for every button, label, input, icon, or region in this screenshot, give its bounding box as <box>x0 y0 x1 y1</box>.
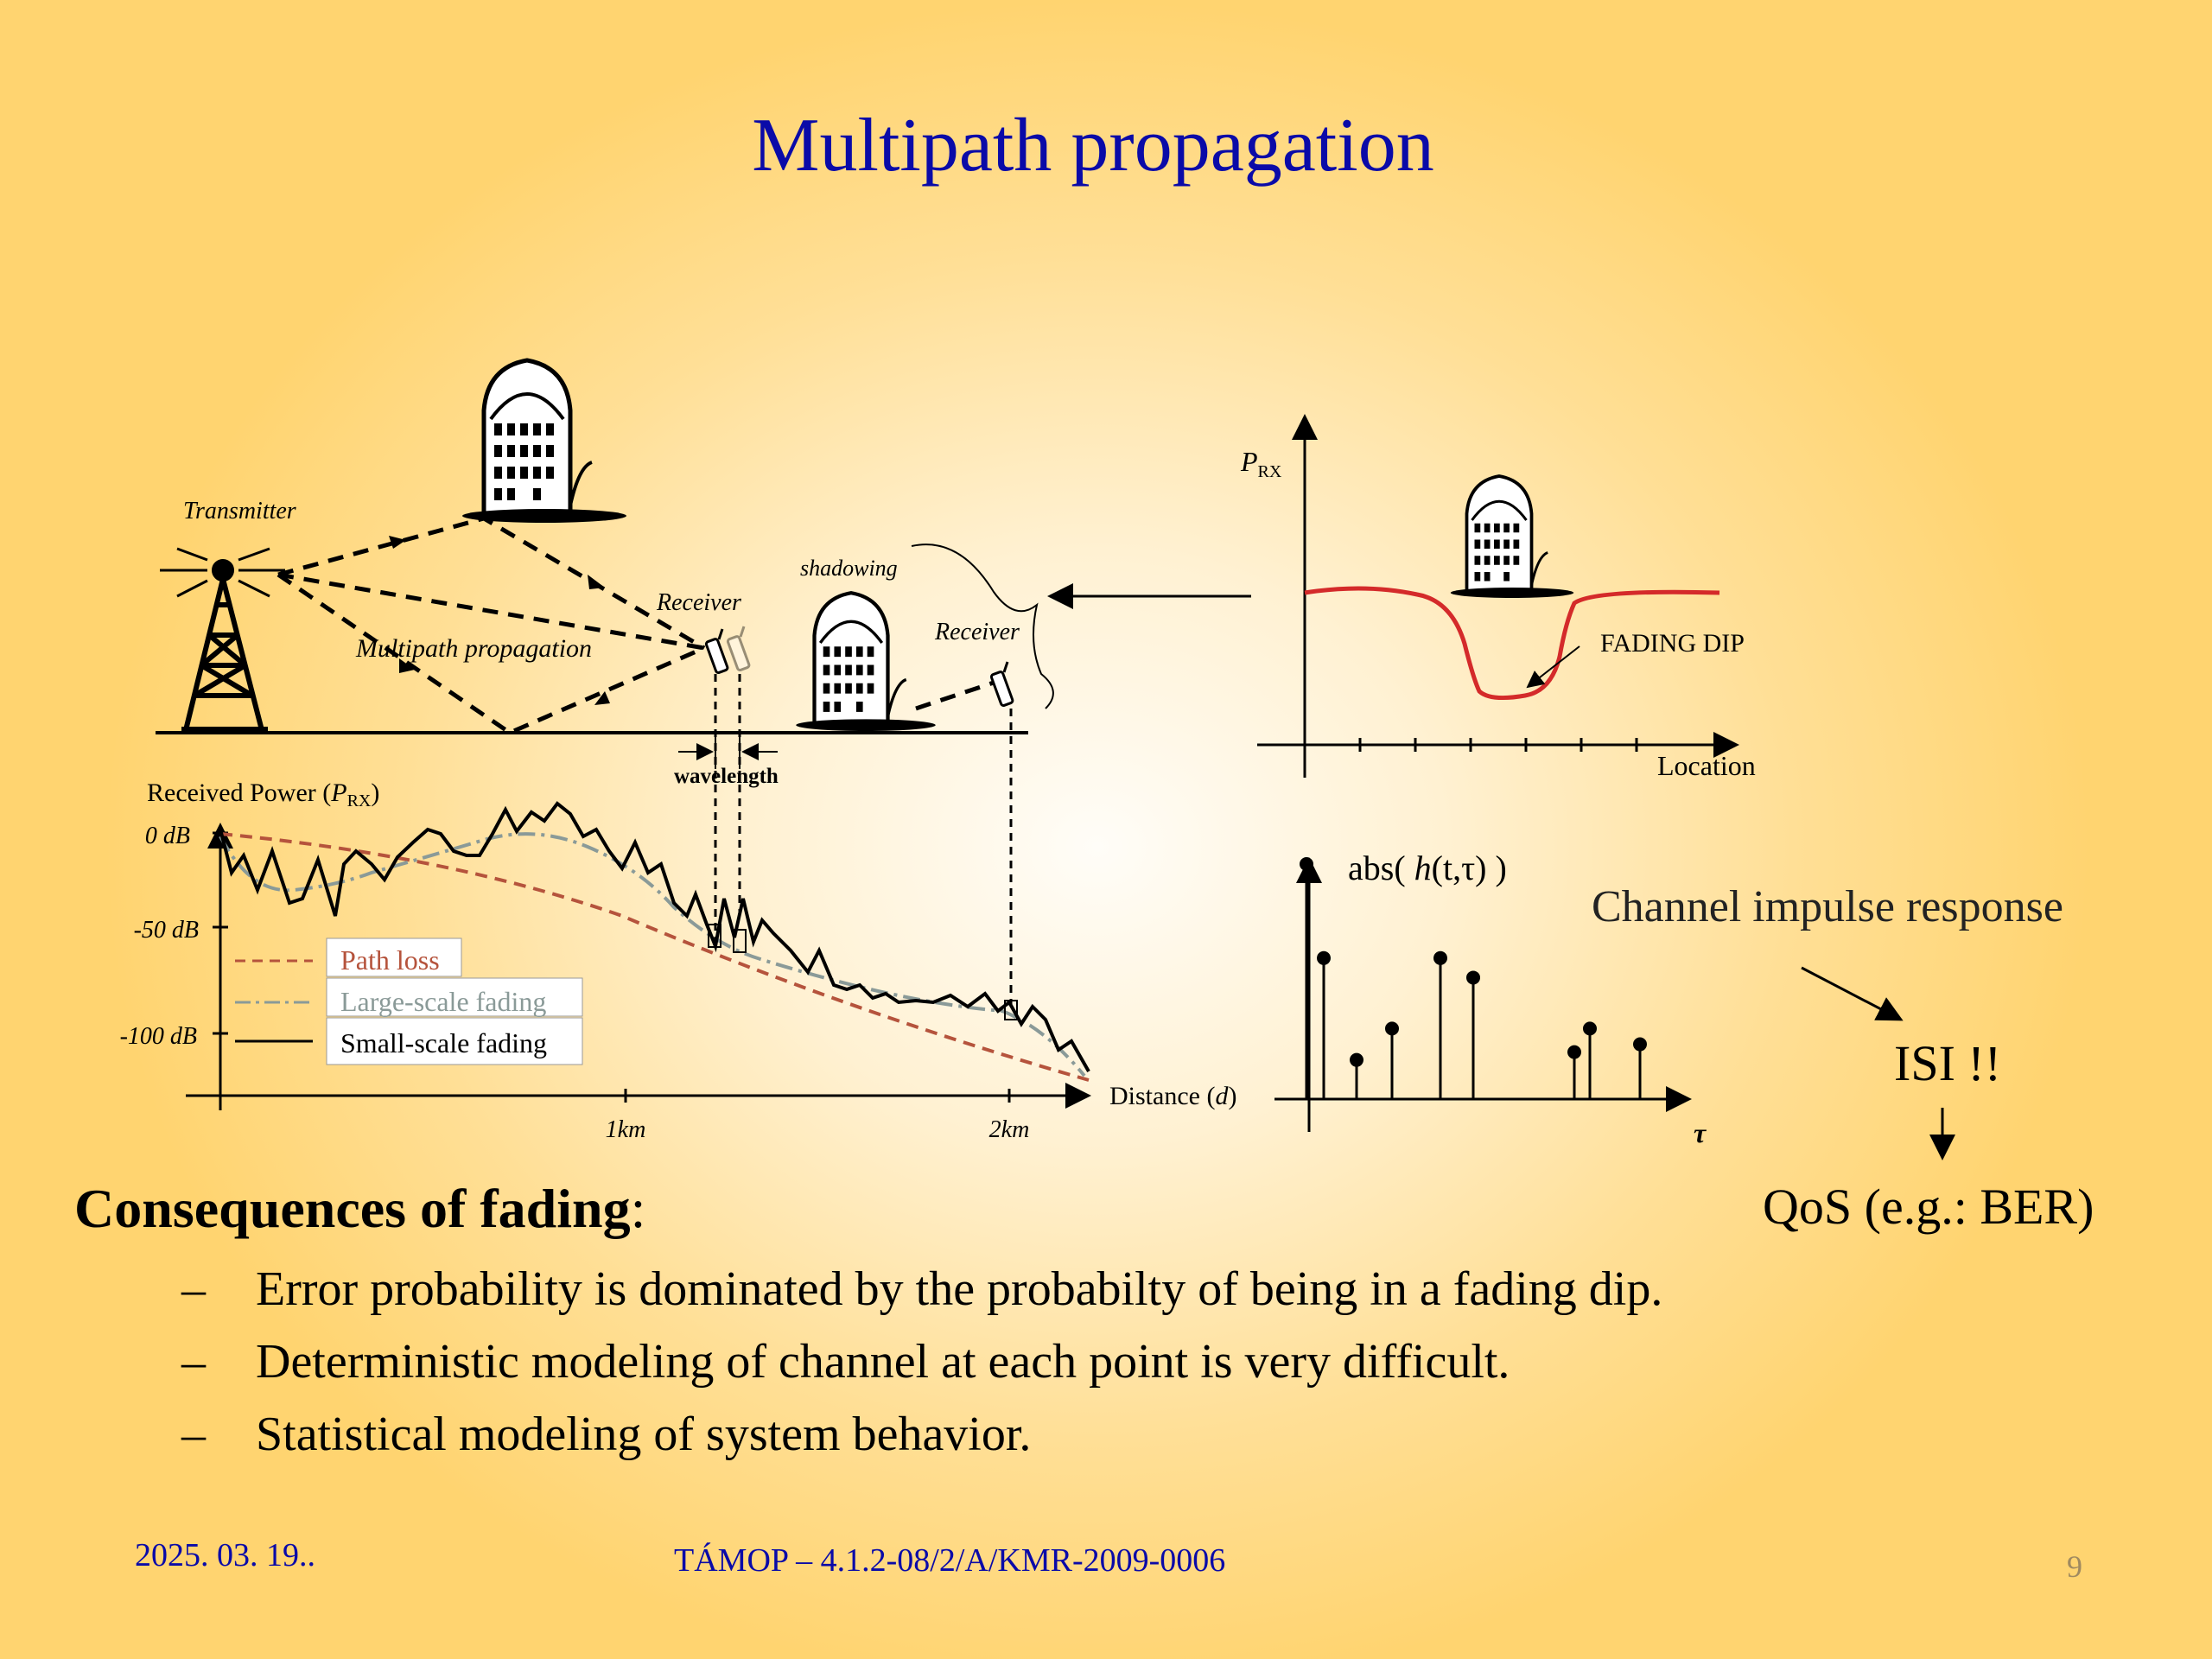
impulse-taps <box>1300 857 1647 1099</box>
cir-arrow <box>1801 966 1904 1021</box>
shadowing-label: shadowing <box>800 556 898 581</box>
impulse-tap-marker <box>1633 1037 1647 1052</box>
y-tick-label: -100 dB <box>120 1023 197 1050</box>
qos-label: QoS (e.g.: BER) <box>1763 1179 2094 1235</box>
legend-large-scale-fading: Large-scale fading <box>340 986 546 1017</box>
x-tick-label: 1km <box>606 1116 646 1143</box>
building-icon <box>796 593 936 731</box>
building-icon <box>1448 474 1576 600</box>
impulse-tap-marker <box>1583 1021 1597 1036</box>
receiver-label: Receiver <box>656 589 741 616</box>
wavelength-label: wavelength <box>674 765 779 788</box>
small-scale-fading-curve <box>219 801 1090 1072</box>
impulse-tap-marker <box>1317 950 1331 965</box>
shadowing-brace <box>911 543 1054 709</box>
cir-label: Channel impulse response <box>1592 882 2063 931</box>
y-axis-label: PRX <box>1240 446 1282 481</box>
y-axis-label: Received Power (PRX) <box>147 779 379 810</box>
impulse-tap-marker <box>1567 1045 1581 1059</box>
y-axis-label: abs( h(t,τ) ) <box>1348 849 1507 887</box>
isi-chain: Channel impulse response ISI !! QoS (e.g… <box>1592 882 2094 1235</box>
receiver-phone-ghost-icon <box>726 625 752 672</box>
fading-curve <box>1304 586 1720 701</box>
impulse-response-plot: abs( h(t,τ) ) τ <box>1274 849 1707 1148</box>
legend-path-loss: Path loss <box>340 944 440 976</box>
receiver-marker <box>1004 1000 1018 1020</box>
ray-direction-arrows <box>389 536 610 705</box>
propagation-scene: Transmitter Receiver Receiver shadowing … <box>156 360 1054 1007</box>
wavelength-marker <box>678 734 778 769</box>
multipath-rays <box>276 516 995 735</box>
building-icon <box>462 360 626 523</box>
page-number: 9 <box>2067 1549 2082 1584</box>
legend-small-scale-fading: Small-scale fading <box>340 1027 547 1058</box>
receiver-phone-icon <box>704 627 730 675</box>
received-power-plot: Path loss Large-scale fading Small-scale… <box>120 779 1237 1143</box>
x-tick-label: 2km <box>989 1116 1030 1143</box>
receiver-marker <box>733 929 747 953</box>
impulse-tap-marker <box>1300 857 1313 871</box>
slide-title: Multipath propagation <box>752 104 1434 188</box>
x-axis-label: Distance (d) <box>1109 1082 1236 1110</box>
footer-date: 2025. 03. 19.. <box>135 1537 315 1573</box>
transmitter-tower-icon <box>160 547 285 734</box>
fading-dip-plot: PRX Location FADING DIP <box>1240 414 1756 781</box>
plot-legend: Path loss Large-scale fading Small-scale… <box>235 938 583 1065</box>
impulse-tap-marker <box>1350 1052 1363 1067</box>
x-axis-label: τ <box>1694 1117 1707 1148</box>
receiver-marker <box>708 924 721 948</box>
fading-dip-pointer <box>1526 645 1580 689</box>
large-scale-fading-curve <box>219 832 1086 1077</box>
drop-lines <box>714 674 1013 1007</box>
fading-dip-label: FADING DIP <box>1600 629 1745 658</box>
path-loss-curve <box>219 832 1090 1082</box>
isi-label: ISI !! <box>1894 1035 2001 1091</box>
x-axis-label: Location <box>1657 750 1756 781</box>
y-tick-label: 0 dB <box>145 823 190 849</box>
impulse-tap-marker <box>1385 1021 1399 1036</box>
transmitter-label: Transmitter <box>183 498 296 524</box>
impulse-tap-marker <box>1433 950 1447 965</box>
receiver-label: Receiver <box>934 619 1020 645</box>
y-tick-label: -50 dB <box>134 917 199 944</box>
impulse-tap-marker <box>1466 970 1480 985</box>
footer-project-code: TÁMOP – 4.1.2-08/2/A/KMR-2009-0006 <box>674 1542 1226 1579</box>
consequences-heading: Consequences of fading: <box>74 1178 646 1239</box>
multipath-label: Multipath propagation <box>355 634 592 663</box>
